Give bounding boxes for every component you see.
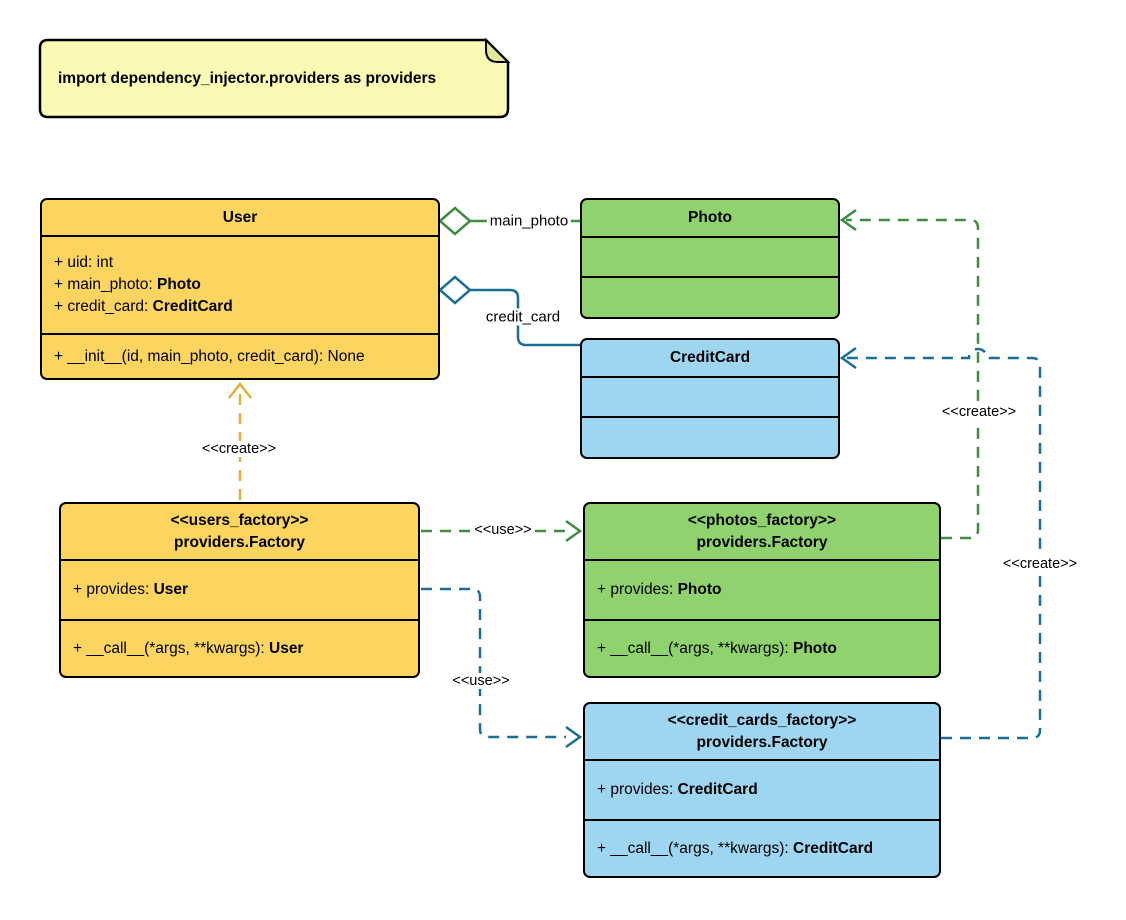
edge-label-create-user: <<create>> bbox=[198, 441, 280, 457]
edge-label-main-photo: main_photo bbox=[486, 212, 572, 230]
attribute-row: + credit_card: CreditCard bbox=[54, 296, 438, 318]
edge-create-photo bbox=[846, 218, 980, 540]
class-users-factory-attributes: + provides: User bbox=[61, 561, 418, 621]
method-row: + __call__(*args, **kwargs): Photo bbox=[597, 638, 939, 660]
class-stereotype: <<photos_factory>> bbox=[687, 511, 837, 529]
class-photo-methods bbox=[582, 278, 838, 317]
class-credit-card-methods bbox=[582, 418, 838, 457]
member-type: User bbox=[269, 639, 304, 657]
class-photos-factory: <<photos_factory>> providers.Factory + p… bbox=[583, 502, 941, 678]
edge-label-credit-card: credit_card bbox=[482, 308, 564, 326]
arrowhead-create-credit-card-icon bbox=[839, 346, 857, 370]
class-credit-cards-factory-methods: + __call__(*args, **kwargs): CreditCard bbox=[585, 821, 939, 876]
note-fold-corner-icon bbox=[485, 37, 511, 63]
attribute-row: + provides: User bbox=[73, 579, 418, 601]
aggregation-diamond-main-photo-icon bbox=[438, 206, 472, 236]
member-type: Photo bbox=[677, 581, 722, 598]
edge-label-use-credit-cards: <<use>> bbox=[449, 673, 513, 689]
edge-label-create-credit-card: <<create>> bbox=[999, 556, 1081, 572]
class-photo-title: Photo bbox=[582, 200, 838, 238]
member-text: + provides: bbox=[597, 781, 678, 798]
member-text: + credit_card: bbox=[54, 298, 153, 315]
method-row: + __init__(id, main_photo, credit_card):… bbox=[54, 346, 438, 368]
class-users-factory-title: <<users_factory>> providers.Factory bbox=[61, 504, 418, 561]
member-text: + __init__(id, main_photo, credit_card):… bbox=[54, 347, 365, 365]
member-type: CreditCard bbox=[677, 781, 758, 798]
class-user-methods: + __init__(id, main_photo, credit_card):… bbox=[42, 335, 438, 378]
arrowhead-use-credit-cards-icon bbox=[565, 725, 583, 749]
member-text: + provides: bbox=[597, 581, 678, 598]
class-photo: Photo bbox=[580, 198, 840, 319]
member-text: + uid: int bbox=[54, 254, 114, 271]
class-photos-factory-methods: + __call__(*args, **kwargs): Photo bbox=[585, 621, 939, 676]
member-type: CreditCard bbox=[793, 839, 874, 857]
edge-label-use-photos: <<use>> bbox=[471, 522, 535, 538]
member-type: User bbox=[153, 581, 189, 598]
member-text: + __call__(*args, **kwargs): bbox=[597, 639, 793, 657]
edge-use-credit-cards-factory bbox=[421, 587, 566, 739]
member-type: CreditCard bbox=[152, 298, 233, 315]
attribute-row: + main_photo: Photo bbox=[54, 274, 438, 296]
member-type: Photo bbox=[156, 276, 201, 293]
member-text: + __call__(*args, **kwargs): bbox=[597, 839, 793, 857]
class-name: providers.Factory bbox=[174, 533, 305, 551]
class-user: User + uid: int + main_photo: Photo + cr… bbox=[40, 198, 440, 380]
class-stereotype: <<users_factory>> bbox=[170, 511, 309, 529]
class-name: providers.Factory bbox=[696, 733, 828, 751]
class-name: Photo bbox=[688, 209, 732, 226]
note-shape bbox=[38, 38, 510, 119]
edge-create-credit-card bbox=[846, 347, 1042, 740]
attribute-row: + provides: Photo bbox=[597, 579, 939, 601]
method-row: + __call__(*args, **kwargs): CreditCard bbox=[597, 838, 939, 860]
note-text: import dependency_injector.providers as … bbox=[58, 69, 437, 87]
aggregation-diamond-credit-card-icon bbox=[438, 275, 472, 305]
class-name: CreditCard bbox=[669, 349, 751, 366]
class-credit-card-attributes bbox=[582, 378, 838, 418]
class-users-factory-methods: + __call__(*args, **kwargs): User bbox=[61, 621, 418, 676]
method-row: + __call__(*args, **kwargs): User bbox=[73, 638, 418, 660]
class-users-factory: <<users_factory>> providers.Factory + pr… bbox=[59, 502, 420, 678]
class-name: User bbox=[222, 208, 258, 226]
class-credit-cards-factory-attributes: + provides: CreditCard bbox=[585, 761, 939, 821]
attribute-row: + provides: CreditCard bbox=[597, 779, 939, 801]
class-credit-card-title: CreditCard bbox=[582, 340, 838, 378]
class-credit-cards-factory: <<credit_cards_factory>> providers.Facto… bbox=[583, 702, 941, 878]
member-text: + main_photo: bbox=[54, 276, 157, 293]
class-photos-factory-attributes: + provides: Photo bbox=[585, 561, 939, 621]
arrowhead-create-photo-icon bbox=[839, 208, 857, 232]
class-stereotype: <<credit_cards_factory>> bbox=[667, 711, 857, 729]
member-type: Photo bbox=[793, 639, 837, 657]
arrowhead-use-photos-icon bbox=[565, 519, 583, 543]
class-user-attributes: + uid: int + main_photo: Photo + credit_… bbox=[42, 237, 438, 335]
class-user-title: User bbox=[42, 200, 438, 237]
class-credit-cards-factory-title: <<credit_cards_factory>> providers.Facto… bbox=[585, 704, 939, 761]
class-name: providers.Factory bbox=[696, 533, 828, 551]
edge-label-create-photo: <<create>> bbox=[938, 404, 1020, 420]
class-photo-attributes bbox=[582, 238, 838, 278]
class-photos-factory-title: <<photos_factory>> providers.Factory bbox=[585, 504, 939, 561]
class-credit-card: CreditCard bbox=[580, 338, 840, 459]
attribute-row: + uid: int bbox=[54, 252, 438, 274]
member-text: + __call__(*args, **kwargs): bbox=[73, 639, 269, 657]
arrowhead-create-user-icon bbox=[228, 381, 252, 399]
member-text: + provides: bbox=[73, 581, 154, 598]
